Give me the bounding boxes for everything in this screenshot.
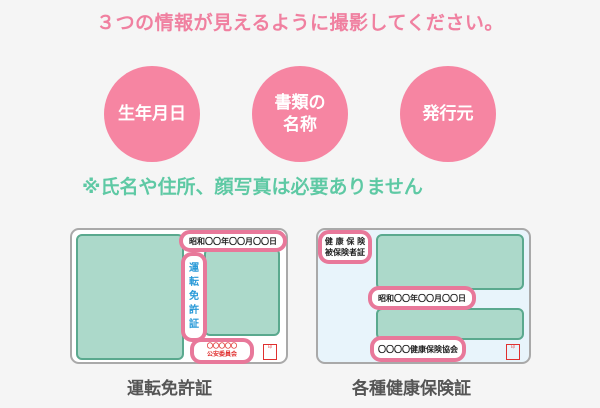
required-item-issuer: 発行元 xyxy=(400,66,496,162)
license-info-area xyxy=(204,248,280,336)
insurance-issuer: 〇〇〇〇健康保険協会 xyxy=(378,344,458,354)
license-birthdate-highlight: 昭和〇〇年〇〇月〇〇日 xyxy=(179,230,287,252)
not-required-note: ※氏名や住所、顔写真は必要ありません xyxy=(82,176,423,198)
insurance-docname-highlight: 健 康 保 険 被保険者証 xyxy=(318,230,372,264)
required-item-label: 発行元 xyxy=(422,104,474,124)
insurance-issuer-highlight: 〇〇〇〇健康保険協会 xyxy=(370,336,466,362)
insurance-docname-line2: 被保険者証 xyxy=(325,248,365,257)
license-docname-char: 許 xyxy=(189,305,199,316)
license-issuer-highlight: 〇〇〇〇〇 公安委員会 xyxy=(190,338,254,364)
license-photo-area xyxy=(76,234,184,360)
license-seal-stamp: 印 xyxy=(263,344,277,360)
license-issuer-line2: 公安委員会 xyxy=(206,351,237,358)
required-item-label-line1: 書類の xyxy=(274,93,326,113)
license-docname-highlight: 運 転 免 許 証 xyxy=(181,252,207,342)
license-docname-char: 証 xyxy=(189,319,199,330)
health-insurance-card: 健 康 保 険 被保険者証 昭和〇〇年〇〇月〇〇日 〇〇〇〇健康保険協会 印 xyxy=(316,228,531,364)
insurance-docname-line1: 健 康 保 険 xyxy=(324,237,366,246)
required-item-label: 生年月日 xyxy=(118,104,186,124)
instruction-heading: ３つの情報が見えるように撮影してください。 xyxy=(96,12,504,34)
insurance-birthdate-highlight: 昭和〇〇年〇〇月〇〇日 xyxy=(368,286,476,310)
license-birthdate: 昭和〇〇年〇〇月〇〇日 xyxy=(189,236,277,246)
health-insurance-caption: 各種健康保険証 xyxy=(352,379,471,399)
license-issuer-line1: 〇〇〇〇〇 xyxy=(206,343,237,350)
required-item-document-name: 書類の 名称 xyxy=(252,66,348,162)
drivers-license-card: 昭和〇〇年〇〇月〇〇日 運 転 免 許 証 〇〇〇〇〇 公安委員会 印 xyxy=(70,228,288,364)
required-item-label-line2: 名称 xyxy=(283,115,317,135)
license-docname-char: 転 xyxy=(189,277,199,288)
drivers-license-caption: 運転免許証 xyxy=(127,379,212,399)
insurance-info-area-top xyxy=(376,234,524,290)
insurance-birthdate: 昭和〇〇年〇〇月〇〇日 xyxy=(378,293,466,303)
required-item-birthdate: 生年月日 xyxy=(104,66,200,162)
license-docname-char: 運 xyxy=(189,263,199,274)
license-docname-char: 免 xyxy=(189,291,199,302)
insurance-seal-stamp: 印 xyxy=(506,344,520,360)
